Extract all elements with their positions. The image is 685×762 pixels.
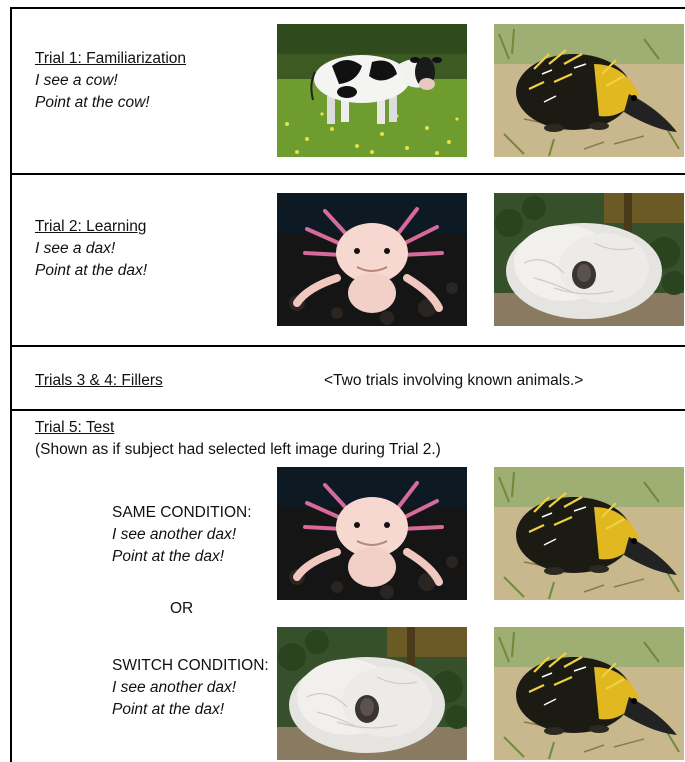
trial1-line2: Point at the cow! [35, 92, 150, 114]
divider-2 [10, 345, 685, 347]
divider-3 [10, 409, 685, 411]
same-tenrec-image [494, 467, 684, 600]
trials34-note: <Two trials involving known animals.> [324, 370, 583, 392]
left-border [10, 7, 12, 762]
top-border [10, 7, 685, 9]
switch-condition-line2: Point at the dax! [112, 699, 224, 721]
switch-rabbit-image [277, 627, 467, 760]
rabbit-image [494, 193, 684, 326]
same-condition-line1: I see another dax! [112, 524, 236, 546]
divider-1 [10, 173, 685, 175]
trial2-line1: I see a dax! [35, 238, 115, 260]
trial1-line1: I see a cow! [35, 70, 118, 92]
same-condition-heading: SAME CONDITION: [112, 502, 252, 524]
trial2-title: Trial 2: Learning [35, 216, 146, 238]
switch-condition-line1: I see another dax! [112, 677, 236, 699]
switch-tenrec-image [494, 627, 684, 760]
same-condition-line2: Point at the dax! [112, 546, 224, 568]
trial5-title: Trial 5: Test [35, 417, 114, 439]
cow-image [277, 24, 467, 157]
trial5-subtitle: (Shown as if subject had selected left i… [35, 439, 441, 461]
switch-condition-heading: SWITCH CONDITION: [112, 655, 269, 677]
axolotl-image [277, 193, 467, 326]
trials34-title: Trials 3 & 4: Fillers [35, 370, 163, 392]
tenrec-image [494, 24, 684, 157]
trial1-title: Trial 1: Familiarization [35, 48, 186, 70]
or-label: OR [170, 598, 193, 620]
same-axolotl-image [277, 467, 467, 600]
trial2-line2: Point at the dax! [35, 260, 147, 282]
